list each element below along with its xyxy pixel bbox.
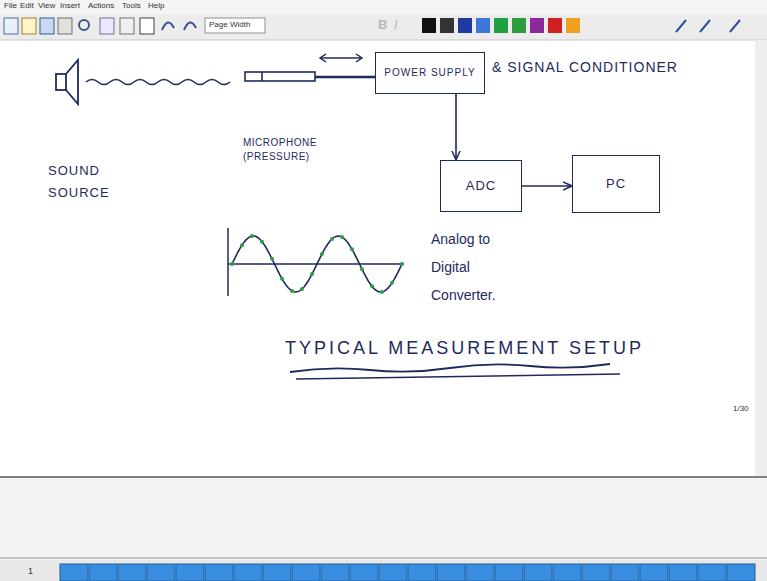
menu-item: File — [4, 1, 17, 11]
menu-item: Insert — [60, 1, 80, 11]
box-title: POWER SUPPLY — [384, 66, 475, 80]
bold-button: B — [378, 17, 387, 33]
menu-item: View — [38, 1, 55, 11]
status-bar — [0, 560, 767, 581]
italic-button: I — [394, 17, 398, 33]
page-tabs — [60, 564, 755, 581]
double-arrow-symbol — [320, 54, 362, 62]
toolbar-border — [0, 40, 767, 41]
zoom-dropdown: Page Width — [209, 20, 250, 30]
menu-item: Actions — [88, 1, 114, 11]
page-number: 1 — [28, 566, 33, 577]
sampled-signal-plot — [228, 228, 404, 296]
signal-arrow — [455, 94, 457, 160]
caption-underline — [290, 364, 610, 372]
color-swatches — [422, 18, 740, 33]
menu-bar — [0, 0, 767, 14]
menu-item: Edit — [20, 1, 34, 11]
box-title: ADC — [466, 177, 496, 195]
page-counter: 1/30 — [733, 404, 749, 414]
page-border — [0, 558, 767, 559]
microphone-symbol — [245, 72, 375, 81]
pc-box: PC — [572, 155, 660, 213]
menu-item: Help — [148, 1, 164, 11]
sound-source-symbol — [56, 60, 78, 104]
caption-underline — [296, 374, 620, 379]
box-subtitle: & SIGNAL CONDITIONER — [492, 59, 678, 75]
box-note: Analog to Digital Converter. — [431, 225, 521, 309]
page-bottom — [0, 478, 767, 560]
adc-box: ADCAnalog to Digital Converter. — [440, 160, 522, 212]
toolbar — [0, 14, 767, 40]
page-border — [0, 476, 767, 478]
part-label: SOUND SOURCE — [48, 160, 112, 204]
box-title: PC — [606, 175, 626, 193]
sound-wave — [86, 80, 230, 85]
scrollbar — [755, 40, 767, 477]
signal-arrow — [522, 185, 572, 187]
menu-item: Tools — [122, 1, 141, 11]
power-supply-box: POWER SUPPLY& SIGNAL CONDITIONER — [375, 52, 485, 94]
toolbar-icons — [4, 18, 265, 34]
figure-caption: TYPICAL MEASUREMENT SETUP — [285, 338, 644, 360]
part-label: MICROPHONE (PRESSURE) — [243, 136, 335, 164]
